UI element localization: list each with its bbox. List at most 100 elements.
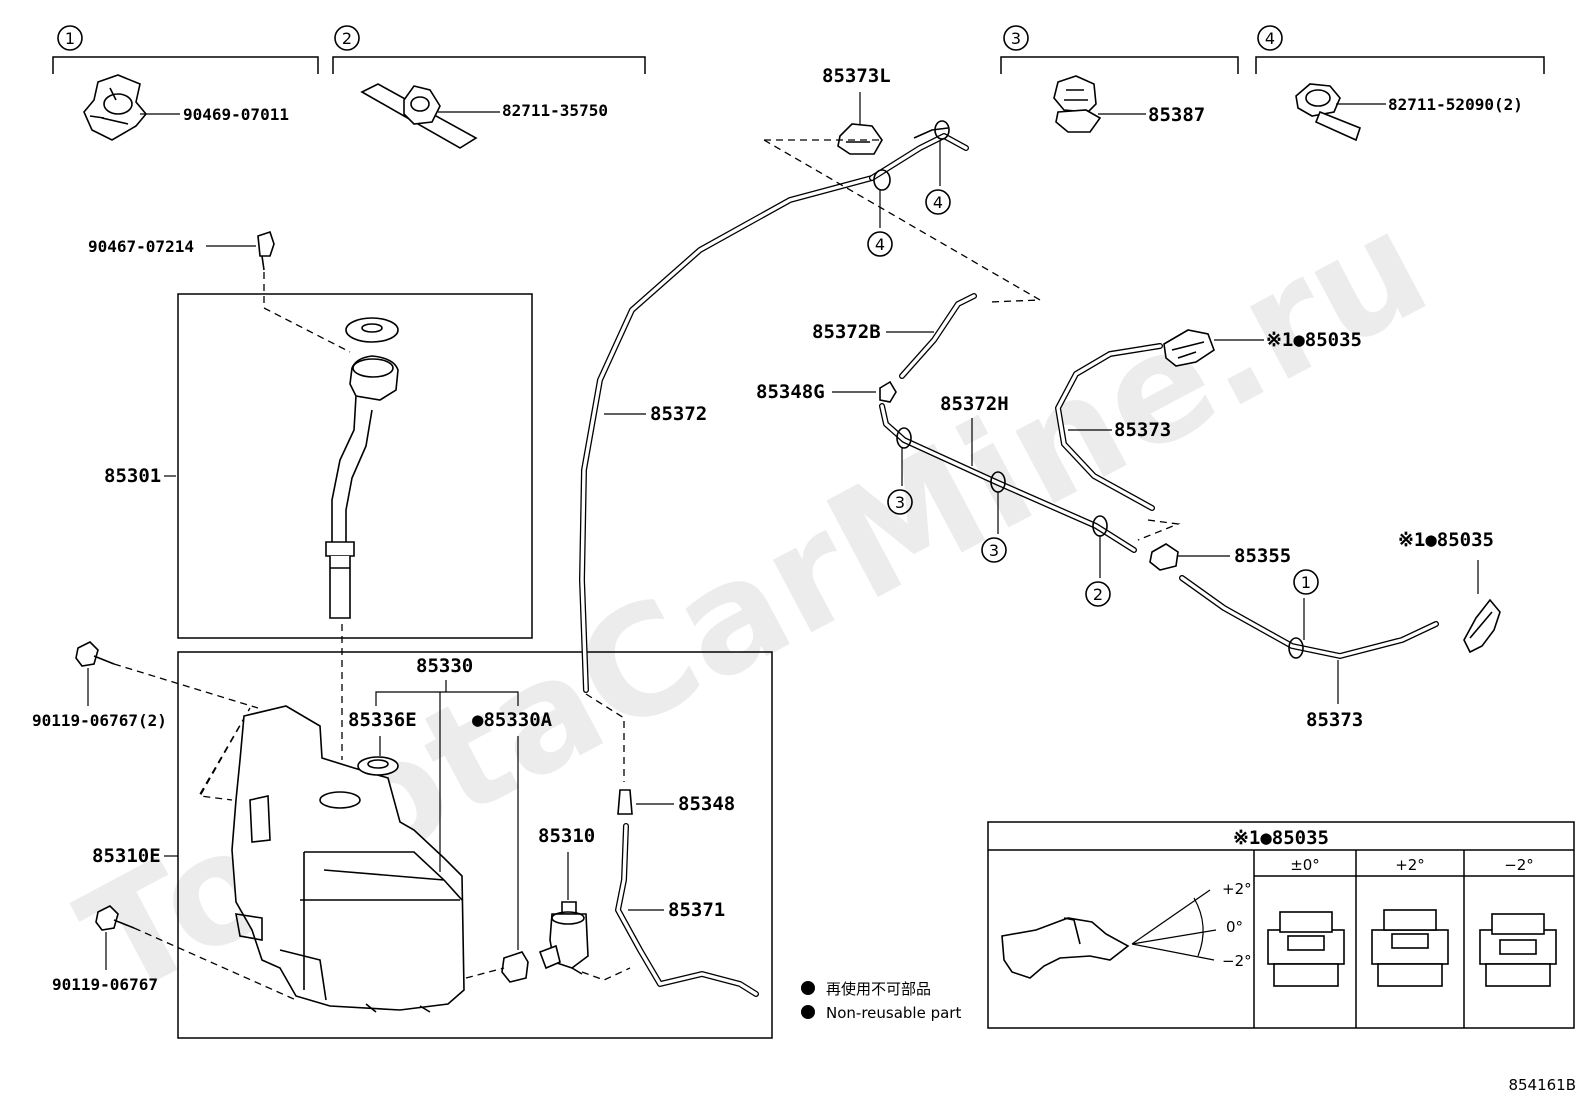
part-label-82711-52090: 82711-52090(2) xyxy=(1388,95,1523,114)
group-4-number: 4 xyxy=(1265,29,1275,48)
group-3-number-circle xyxy=(1003,25,1029,51)
group-4: 4 82711-52090(2) xyxy=(1255,25,1545,142)
group-2-number-circle xyxy=(334,25,360,51)
clip-85387-icon xyxy=(1053,75,1102,133)
part-label-85348G: 85348G xyxy=(756,381,825,403)
part-label-85301: 85301 xyxy=(104,465,161,487)
nozzle-85035-right xyxy=(1463,598,1501,654)
dash-bracket-outline xyxy=(198,707,251,801)
part-label-85355: 85355 xyxy=(1234,545,1291,567)
svg-text:3: 3 xyxy=(989,541,999,560)
nozzle-view-plus2 xyxy=(1371,909,1449,987)
group-3: 3 85387 xyxy=(1000,25,1239,133)
legend-line-1: 再使用不可部品 xyxy=(826,980,931,998)
legend-line-2: Non-reusable part xyxy=(826,1004,961,1022)
part-label-85371: 85371 xyxy=(668,899,725,921)
part-label-85035-right: ※1●85035 xyxy=(1398,529,1494,551)
rivet-90467 xyxy=(257,230,275,271)
dash-90467-to-cap xyxy=(263,272,351,353)
callout-clip-1: 1 xyxy=(1288,569,1319,659)
group-2-number: 2 xyxy=(342,29,352,48)
part-label-85310: 85310 xyxy=(538,825,595,847)
filler-neck-85301 xyxy=(325,317,399,619)
part-label-85330: 85330 xyxy=(416,655,473,677)
part-label-85373L: 85373L xyxy=(822,65,891,87)
callout-clip-4b: 4 xyxy=(925,120,951,215)
grommet-85336E xyxy=(357,756,399,776)
washer-tank-85310E xyxy=(231,705,465,1013)
angle-label-plus2: +2° xyxy=(1222,880,1252,898)
nozzle-85035-upper xyxy=(1163,329,1215,367)
joint-85355 xyxy=(1149,543,1179,571)
group-1-bracket xyxy=(52,56,319,74)
part-label-85035-upper: ※1●85035 xyxy=(1266,329,1362,351)
table-col-0: ±0° xyxy=(1290,856,1320,874)
nozzle-angle-illustration xyxy=(1001,889,1217,979)
nozzle-view-0 xyxy=(1267,911,1345,987)
clip-82711-35750-icon xyxy=(360,83,478,149)
dash-pump-connections xyxy=(465,967,631,981)
group-1: 1 90469-07011 xyxy=(52,25,319,141)
angle-label-minus2: −2° xyxy=(1222,952,1252,970)
part-label-85310E: 85310E xyxy=(92,845,161,867)
clip-82711-52090-icon xyxy=(1295,83,1361,142)
dash-85372-to-85348 xyxy=(585,693,625,782)
group-1-number: 1 xyxy=(65,29,75,48)
group-3-number: 3 xyxy=(1011,29,1021,48)
legend-dot-1 xyxy=(801,981,815,995)
bolt-90119-top xyxy=(75,641,115,667)
svg-text:4: 4 xyxy=(875,235,885,254)
group-1-number-circle xyxy=(57,25,83,51)
dash-bolt-bottom xyxy=(133,927,297,1001)
part-label-85372B: 85372B xyxy=(812,321,881,343)
nozzle-85373L xyxy=(837,123,883,155)
nozzle-angle-table: ※1●85035 ±0° +2° −2° +2° 0° −2° xyxy=(987,821,1575,1029)
washer-pump-85310 xyxy=(538,901,589,975)
group-2: 2 82711-35750 xyxy=(332,25,646,149)
svg-text:1: 1 xyxy=(1301,573,1311,592)
part-label-90119-06767: 90119-06767 xyxy=(52,975,158,994)
callout-clip-2: 2 xyxy=(1085,515,1111,607)
angle-label-0: 0° xyxy=(1226,918,1243,936)
part-label-90469-07011: 90469-07011 xyxy=(183,105,289,124)
nozzle-view-minus2 xyxy=(1479,913,1557,987)
part-label-90467-07214: 90467-07214 xyxy=(88,237,194,256)
group-4-bracket xyxy=(1255,56,1545,74)
svg-text:3: 3 xyxy=(895,493,905,512)
joint-85348 xyxy=(617,789,633,815)
part-label-82711-35750: 82711-35750 xyxy=(502,101,608,120)
grommet-85330A xyxy=(501,951,529,983)
joint-85348G xyxy=(879,380,897,403)
table-title: ※1●85035 xyxy=(1233,827,1329,849)
part-label-85372H: 85372H xyxy=(940,393,1009,415)
part-label-85348: 85348 xyxy=(678,793,735,815)
callout-clip-3a: 3 xyxy=(887,427,913,515)
bracket-85330 xyxy=(375,680,519,706)
svg-text:4: 4 xyxy=(933,193,943,212)
filler-neck-box xyxy=(177,293,533,639)
filler-cap xyxy=(345,317,399,343)
part-label-85372: 85372 xyxy=(650,403,707,425)
part-label-90119-06767-2: 90119-06767(2) xyxy=(32,711,167,730)
part-label-85330A: ●85330A xyxy=(472,709,553,731)
legend-dot-2 xyxy=(801,1005,815,1019)
clip-90469-icon xyxy=(83,74,148,141)
callout-clip-4a: 4 xyxy=(867,169,893,257)
part-label-85387: 85387 xyxy=(1148,104,1205,126)
callout-clip-3b: 3 xyxy=(981,471,1007,563)
dash-85373-to-85355 xyxy=(1137,519,1181,541)
part-label-85336E: 85336E xyxy=(348,709,417,731)
dash-85373L-to-85372B xyxy=(763,139,1043,303)
part-label-85373-upper: 85373 xyxy=(1114,419,1171,441)
dash-bolt-top xyxy=(113,663,259,709)
group-3-bracket xyxy=(1000,56,1239,74)
table-col-plus2: +2° xyxy=(1395,856,1425,874)
svg-text:2: 2 xyxy=(1093,585,1103,604)
group-2-bracket xyxy=(332,56,646,74)
diagram-id: 854161B xyxy=(1508,1076,1576,1094)
group-4-number-circle xyxy=(1257,25,1283,51)
bolt-90119-bottom xyxy=(95,905,135,931)
part-label-85373-lower: 85373 xyxy=(1306,709,1363,731)
elbow-85373L xyxy=(913,127,949,139)
